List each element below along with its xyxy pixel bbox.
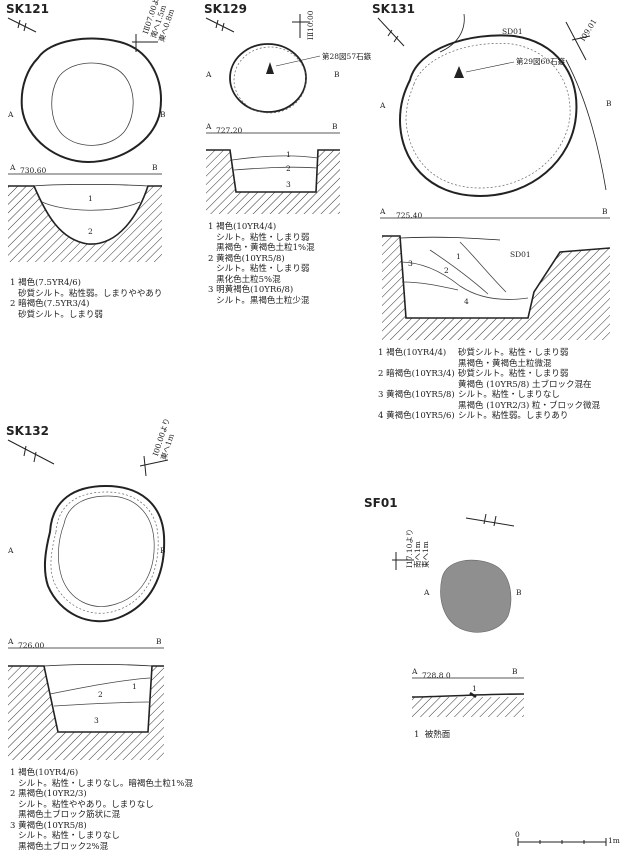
sk129-stone-label: 第28図57石鏃 bbox=[322, 52, 372, 61]
sd01-ditch-left bbox=[439, 13, 465, 53]
sk131-elevation: 725.40 bbox=[396, 211, 423, 220]
sk121-layer-2: 2 bbox=[88, 227, 93, 236]
sk121-plan bbox=[7, 17, 162, 164]
sf01-layer-1: 1 bbox=[472, 684, 477, 693]
sk131-label: SK131 bbox=[372, 2, 415, 16]
sk129-stone-icon bbox=[266, 62, 274, 74]
sk132-point-b: B bbox=[160, 546, 166, 555]
sk131-sd01-label: SD01 bbox=[502, 27, 523, 36]
sk132-elevation: 726.00 bbox=[18, 641, 45, 650]
sk121-layer-1: 1 bbox=[88, 194, 93, 203]
sk121-point-a-sec: A bbox=[10, 163, 16, 172]
sf01-legend: 1 被熱面 bbox=[414, 730, 451, 740]
sk121-outer-outline bbox=[20, 37, 162, 164]
sf01-burnt-surface bbox=[440, 559, 512, 633]
sk131-stone-label: 第29図60石鏃 bbox=[516, 57, 566, 66]
sk131-section bbox=[380, 217, 611, 340]
sk121-inner-outline bbox=[51, 62, 134, 146]
sk129-point-a: A bbox=[206, 70, 212, 79]
sk131-point-a: A bbox=[380, 101, 386, 110]
sk131-legend-right: 砂質シルト。粘性・しまり弱黒褐色・黄褐色土粒微混砂質シルト。粘性・しまり弱黄褐色… bbox=[458, 348, 601, 421]
sk132-layer-2: 2 bbox=[98, 690, 103, 699]
sk129-elevation: 727.20 bbox=[216, 126, 243, 135]
sk129-point-a-sec: A bbox=[206, 122, 212, 131]
sf01-label: SF01 bbox=[364, 496, 398, 510]
sk121-label: SK121 bbox=[6, 2, 49, 16]
sk131-point-b: B bbox=[606, 99, 612, 108]
sk129-label: SK129 bbox=[204, 2, 247, 16]
sk129-layer-1: 1 bbox=[286, 150, 291, 159]
sk129-grid-note: ⅠⅡ10.00 bbox=[306, 10, 315, 40]
sk121-point-a: A bbox=[8, 110, 14, 119]
sk129-layer-3: 3 bbox=[286, 180, 291, 189]
sf01-point-a: A bbox=[424, 588, 430, 597]
sk132-layer-3: 3 bbox=[94, 716, 99, 725]
sk129-layer-2: 2 bbox=[286, 164, 291, 173]
sk131-layer-4: 4 bbox=[464, 297, 469, 306]
sk132-section bbox=[8, 647, 164, 760]
sd01-ditch-right bbox=[565, 59, 607, 191]
sf01-point-a-sec: A bbox=[412, 667, 418, 676]
sf01-point-b: B bbox=[516, 588, 522, 597]
sf01-plan bbox=[392, 513, 515, 633]
sk121-point-b: B bbox=[160, 110, 166, 119]
sk132-point-b-sec: B bbox=[156, 637, 162, 646]
sk129-point-b: B bbox=[334, 70, 340, 79]
sk132-plan bbox=[7, 439, 169, 623]
sk131-layer-2: 2 bbox=[444, 266, 449, 275]
sk131-point-b-sec: B bbox=[602, 207, 608, 216]
sk121-section bbox=[8, 173, 162, 262]
scale-bar bbox=[517, 838, 607, 846]
sk121-section-hatch bbox=[8, 186, 162, 262]
sk132-point-a: A bbox=[8, 546, 14, 555]
sk129-point-b-sec: B bbox=[332, 122, 338, 131]
sf01-elevation: 728.8 0 bbox=[422, 671, 451, 680]
sk131-layer-3: 3 bbox=[408, 259, 413, 268]
sk131-layer-1: 1 bbox=[456, 252, 461, 261]
sk131-stone-icon bbox=[454, 66, 464, 78]
scale-zero: 0 bbox=[515, 830, 520, 839]
sk132-label: SK132 bbox=[6, 424, 49, 438]
sk131-legend-left: 1 褐色(10YR4/4)​2 暗褐色(10YR3/4)​3 黄褐色(10YR5… bbox=[378, 348, 455, 421]
sk129-plan bbox=[205, 14, 321, 114]
sk132-point-a-sec: A bbox=[8, 637, 14, 646]
sk131-plan bbox=[377, 13, 607, 198]
sf01-grid-note-3: 東へ1m bbox=[421, 541, 430, 568]
sk132-layer-1: 1 bbox=[132, 682, 137, 691]
sk121-point-b-sec: B bbox=[152, 163, 158, 172]
sk129-section bbox=[206, 132, 340, 214]
sk121-elevation: 730.60 bbox=[20, 166, 47, 175]
sk131-point-a-sec: A bbox=[380, 207, 386, 216]
sf01-point-b-sec: B bbox=[512, 667, 518, 676]
sk131-section-sd01: SD01 bbox=[510, 250, 531, 259]
sf01-section bbox=[411, 677, 525, 717]
scale-end: 1m bbox=[608, 836, 620, 845]
